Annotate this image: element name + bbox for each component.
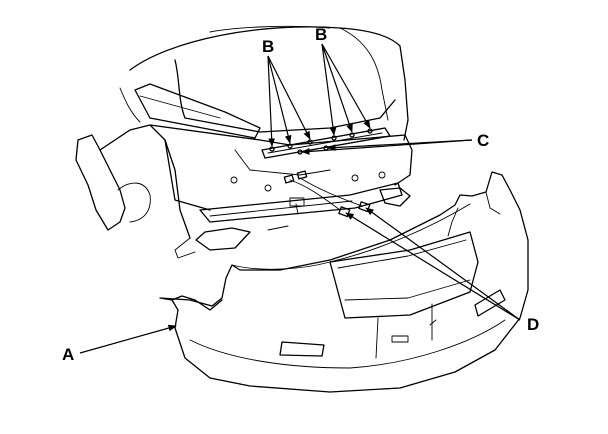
- leader-b1-1: [267, 55, 276, 147]
- leader-lines: [79, 43, 521, 354]
- clip-b-3: [307, 139, 313, 145]
- vehicle-body-rear: [75, 25, 413, 259]
- clip-b-5: [349, 132, 355, 138]
- leader-a: [79, 324, 177, 354]
- upper-retainer-strip: [261, 127, 391, 159]
- clip-b-2: [287, 143, 293, 149]
- leader-b2-3: [321, 43, 371, 129]
- leader-d-1: [345, 212, 521, 321]
- leader-d-2: [365, 207, 521, 321]
- clip-b-4: [331, 135, 337, 141]
- clip-b-6: [367, 128, 373, 134]
- callout-b-right: B: [315, 25, 327, 44]
- leader-b2-2: [321, 43, 353, 133]
- callout-b-left: B: [262, 37, 274, 56]
- callout-a: A: [62, 345, 74, 364]
- leader-c-2: [327, 139, 473, 151]
- rear-bumper-cover: [159, 171, 529, 393]
- callout-d: D: [527, 315, 539, 334]
- leader-b2-1: [321, 43, 337, 136]
- clip-c-2: [323, 145, 329, 151]
- leader-b1-2: [267, 55, 292, 144]
- callout-c: C: [477, 131, 489, 150]
- leader-b1-3: [267, 55, 311, 140]
- clip-b-1: [269, 146, 275, 152]
